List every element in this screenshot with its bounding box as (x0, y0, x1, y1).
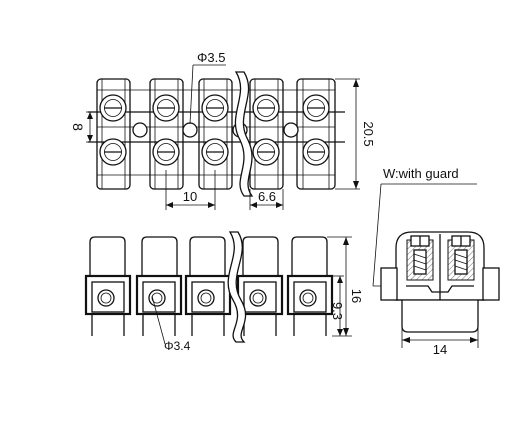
phi35-leader (189, 64, 194, 125)
front-view-terminals (84, 274, 334, 316)
front-view-pins (91, 314, 327, 336)
break-pitch-label: 6.6 (258, 189, 276, 204)
guard-view: W:with guard (372, 166, 500, 357)
front-view: Φ3.4 16 9.3 (84, 231, 364, 353)
pitch-label: 10 (183, 189, 197, 204)
terminal-height-label: 9.3 (330, 302, 345, 320)
top-view-screws-upper (99, 94, 330, 122)
top-view-break-line (234, 71, 254, 197)
guard-base (401, 300, 479, 333)
hole-diameter-label: Φ3.5 (197, 50, 225, 65)
row-spacing-label: 8 (70, 123, 86, 131)
top-view: Φ3.5 20.5 8 10 6.6 (70, 50, 376, 210)
front-height-label: 16 (349, 289, 364, 303)
guard-left-flange (380, 267, 398, 301)
guard-contact-strip (406, 285, 474, 293)
guard-view-title: W:with guard (383, 166, 459, 181)
guard-right-flange (482, 267, 500, 301)
guard-screw-threads (413, 249, 468, 275)
front-hole-diameter-label: Φ3.4 (164, 339, 191, 353)
front-view-covers (89, 236, 328, 276)
guard-width-label: 14 (433, 342, 447, 357)
phi34-leader (151, 295, 166, 345)
top-view-screws-lower (99, 138, 330, 166)
front-view-break-line (227, 231, 247, 343)
height-label: 20.5 (361, 121, 376, 146)
guard-leader (372, 183, 382, 287)
